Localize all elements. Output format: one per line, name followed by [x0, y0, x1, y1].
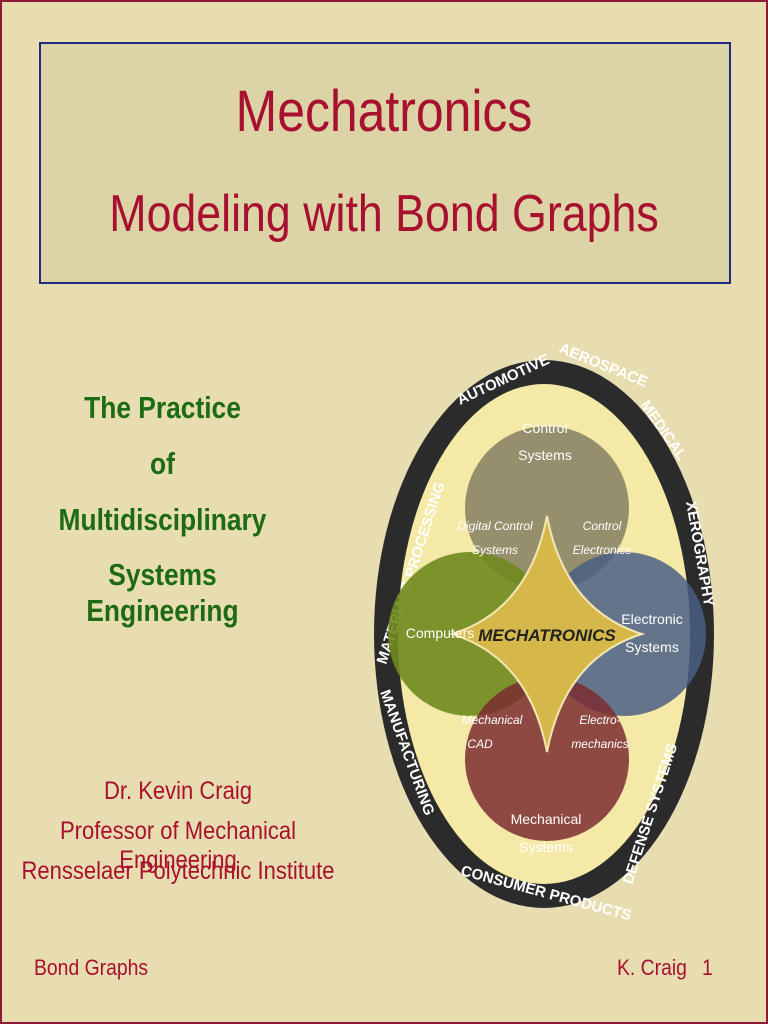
label-control-1: Control	[522, 420, 567, 436]
slide-title: Mechatronics	[235, 79, 533, 144]
title-box	[39, 42, 731, 284]
label-mechanical-2: Systems	[519, 839, 573, 855]
mechatronics-diagram: AUTOMOTIVE AEROSPACE MEDICAL XEROGRAPHY …	[374, 340, 718, 924]
practice-line-1: The Practice	[84, 390, 241, 425]
center-label: MECHATRONICS	[478, 626, 616, 645]
label-electronic-1: Electronic	[621, 611, 682, 627]
label-mechanical-cad-1: Mechanical	[462, 713, 523, 727]
author-name: Dr. Kevin Craig	[104, 777, 252, 805]
label-electromechanics-1: Electro-	[579, 713, 620, 727]
circle-control-systems	[465, 426, 629, 590]
label-digital-control-1: Digital Control	[457, 519, 533, 533]
label-mechanical-1: Mechanical	[511, 811, 582, 827]
label-control-electronics-2: Electronics	[573, 543, 632, 557]
author-institution: Rensselaer Polytechnic Institute	[21, 857, 335, 885]
practice-line-3: Multidisciplinary	[58, 502, 267, 537]
label-digital-control-2: Systems	[472, 543, 518, 557]
center-mechatronics-shape	[448, 515, 646, 753]
page-number: 1	[702, 955, 713, 980]
author-position: Professor of Mechanical Engineering	[59, 817, 297, 874]
label-electromechanics-2: mechanics	[571, 737, 628, 751]
slide-subtitle: Modeling with Bond Graphs	[109, 185, 659, 243]
label-computers: Computers	[406, 625, 474, 641]
footer-author: K. Craig	[617, 955, 687, 980]
practice-line-4: Systems Engineering	[86, 557, 239, 628]
label-electronic-2: Systems	[625, 639, 679, 655]
label-control-2: Systems	[518, 447, 572, 463]
label-mechanical-cad-2: CAD	[467, 737, 493, 751]
circle-mechanical-systems	[465, 677, 629, 841]
footer-left: Bond Graphs	[34, 955, 149, 980]
practice-line-2: of	[150, 446, 175, 481]
label-control-electronics-1: Control	[583, 519, 622, 533]
